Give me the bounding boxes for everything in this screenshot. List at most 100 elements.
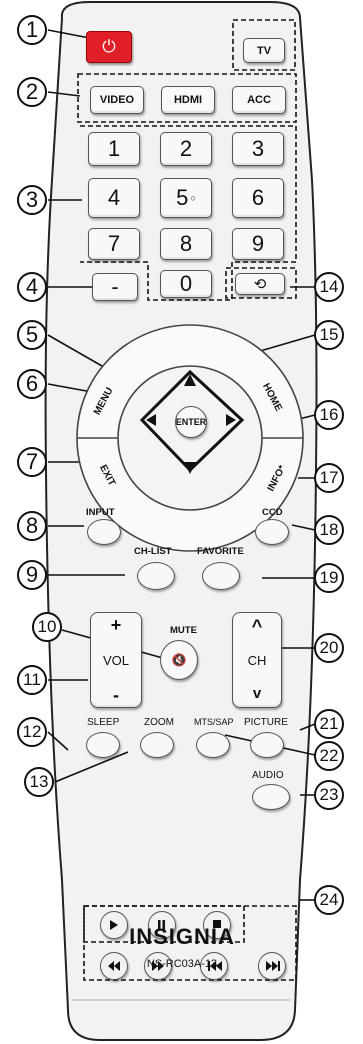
volume-rocker[interactable]: + VOL - (90, 612, 142, 708)
ccd-button[interactable] (255, 519, 289, 545)
digit-8-button[interactable]: 8 (160, 228, 212, 260)
digit-8-label: 8 (179, 231, 193, 256)
video-button[interactable]: VIDEO (90, 86, 144, 114)
callout-7: 7 (17, 447, 47, 477)
audio-label: AUDIO (252, 770, 284, 781)
sleep-button[interactable] (86, 732, 120, 758)
tv-label: TV (256, 44, 272, 57)
callout-19: 19 (314, 563, 344, 593)
power-button[interactable]: ⏻ (86, 31, 132, 63)
callout-21-number: 21 (319, 714, 339, 733)
acc-button[interactable]: ACC (232, 86, 286, 114)
callout-19-number: 19 (319, 568, 339, 587)
callout-3: 3 (17, 185, 47, 215)
callout-6-number: 6 (25, 371, 39, 396)
next-track-button[interactable] (258, 952, 286, 980)
zoom-label: ZOOM (144, 717, 174, 728)
down-arrow-icon (184, 462, 196, 474)
loop-icon: ⟲ (253, 276, 267, 293)
mute-button[interactable]: 🔇 (160, 640, 198, 680)
favorite-button[interactable] (202, 562, 240, 590)
mute-label: MUTE (170, 625, 197, 636)
digit-5-button[interactable]: 5○ (160, 178, 212, 218)
digit-7-button[interactable]: 7 (88, 228, 140, 260)
stop-button[interactable] (203, 911, 231, 939)
volume-down-label: - (113, 685, 119, 705)
up-arrow-icon (184, 374, 196, 386)
channel-down-label: v (252, 685, 262, 702)
fast-forward-button[interactable] (144, 952, 172, 980)
previous-track-button[interactable] (200, 952, 228, 980)
hdmi-label: HDMI (173, 94, 203, 106)
callout-20: 20 (314, 633, 344, 663)
callout-14-number: 14 (319, 277, 339, 296)
play-button[interactable] (100, 911, 128, 939)
callout-1-number: 1 (25, 17, 39, 42)
mts-sap-button[interactable] (196, 732, 230, 758)
zoom-button[interactable] (140, 732, 174, 758)
callout-18-number: 18 (319, 520, 339, 539)
callout-2-number: 2 (25, 79, 39, 104)
digit-9-button[interactable]: 9 (232, 228, 284, 260)
callout-5: 5 (17, 320, 47, 350)
digit-9-label: 9 (251, 231, 265, 256)
callout-24-number: 24 (319, 890, 339, 909)
hdmi-button[interactable]: HDMI (161, 86, 215, 114)
previous-channel-button[interactable]: ⟲ (235, 273, 285, 295)
tv-button[interactable]: TV (243, 38, 285, 63)
callout-5-number: 5 (25, 322, 39, 347)
callout-17-number: 17 (319, 468, 339, 487)
callout-23-number: 23 (319, 785, 339, 804)
ccd-label: CCD (262, 507, 283, 518)
input-button[interactable] (87, 519, 121, 545)
callout-24: 24 (314, 885, 344, 915)
digit-1-label: 1 (107, 136, 121, 161)
callout-23: 23 (314, 780, 344, 810)
callout-14: 14 (314, 272, 344, 302)
digit-4-label: 4 (107, 185, 121, 210)
callout-10: 10 (32, 612, 62, 642)
callout-13: 13 (24, 767, 54, 797)
callout-4: 4 (17, 272, 47, 302)
digit-5-label: 5 (176, 185, 189, 210)
audio-button[interactable] (252, 784, 290, 810)
callout-21: 21 (314, 709, 344, 739)
brand-name: INSIGNIA (129, 924, 235, 949)
callout-11-number: 11 (23, 670, 41, 689)
model-number: NS-RC03A-13 (146, 958, 218, 970)
callout-16: 16 (314, 400, 344, 430)
digit-0-button[interactable]: 0 (160, 270, 212, 298)
dash-label: - (111, 274, 119, 299)
tactile-dot-icon: ○ (190, 193, 196, 203)
favorite-label: FAVORITE (197, 546, 244, 557)
callout-3-number: 3 (25, 187, 39, 212)
enter-button[interactable]: ENTER (175, 406, 207, 438)
nav-ring-inner (117, 365, 263, 511)
enter-label: ENTER (175, 417, 207, 427)
acc-label: ACC (247, 94, 271, 106)
callout-17: 17 (314, 463, 344, 493)
rewind-button[interactable] (100, 952, 128, 980)
dash-button[interactable]: - (92, 273, 138, 301)
digit-3-button[interactable]: 3 (232, 132, 284, 166)
right-arrow-icon (226, 414, 236, 426)
sleep-label: SLEEP (87, 717, 120, 728)
channel-up-label: ^ (251, 616, 263, 636)
callout-12-number: 12 (22, 722, 42, 741)
digit-2-button[interactable]: 2 (160, 132, 212, 166)
ch-list-label: CH-LIST (134, 546, 172, 557)
callout-8: 8 (17, 511, 47, 541)
callout-18: 18 (314, 515, 344, 545)
ch-list-button[interactable] (137, 562, 175, 590)
digit-6-button[interactable]: 6 (232, 178, 284, 218)
digit-4-button[interactable]: 4 (88, 178, 140, 218)
input-label: INPUT (86, 507, 115, 518)
digit-1-button[interactable]: 1 (88, 132, 140, 166)
callout-22-number: 22 (319, 746, 339, 765)
picture-button[interactable] (250, 732, 284, 758)
volume-label: VOL (102, 652, 129, 668)
channel-rocker[interactable]: ^ CH v (232, 612, 282, 708)
pause-button[interactable] (148, 911, 176, 939)
callout-16-number: 16 (319, 405, 339, 424)
